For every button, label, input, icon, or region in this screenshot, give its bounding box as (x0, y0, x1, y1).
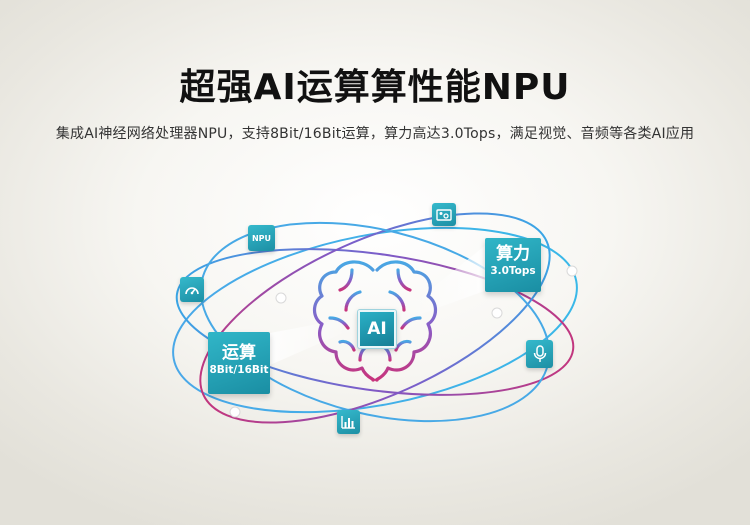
orbit-ring (199, 212, 551, 424)
orbit-ring (175, 248, 575, 396)
speedometer-icon (180, 277, 204, 302)
ai-chip-label: AI (367, 319, 387, 339)
brain-icon (312, 260, 438, 382)
orbit-node (229, 406, 241, 418)
image-icon (432, 203, 456, 226)
orbit-node (566, 265, 578, 277)
ai-chip-icon: AI (358, 310, 396, 348)
compute-power-title: 算力 (496, 244, 530, 264)
microphone-icon (526, 340, 553, 368)
page-subtitle: 集成AI神经网络处理器NPU，支持8Bit/16Bit运算，算力高达3.0Top… (55, 126, 695, 142)
light-beam (410, 244, 487, 318)
operation-title: 运算 (222, 343, 256, 363)
bar-chart-icon (337, 410, 360, 434)
orbit-node (491, 307, 503, 319)
compute-power-card: 算力 3.0Tops (485, 238, 541, 292)
operation-card: 运算 8Bit/16Bit (208, 332, 270, 394)
page-title: 超强AI运算算性能NPU (179, 67, 571, 108)
orbit-ring (172, 226, 578, 414)
npu-icon-label: NPU (251, 233, 272, 243)
compute-power-value: 3.0Tops (490, 265, 536, 277)
operation-value: 8Bit/16Bit (209, 364, 269, 376)
orbit-node (275, 292, 287, 304)
light-beam (270, 318, 350, 365)
npu-icon: NPU (248, 225, 275, 251)
